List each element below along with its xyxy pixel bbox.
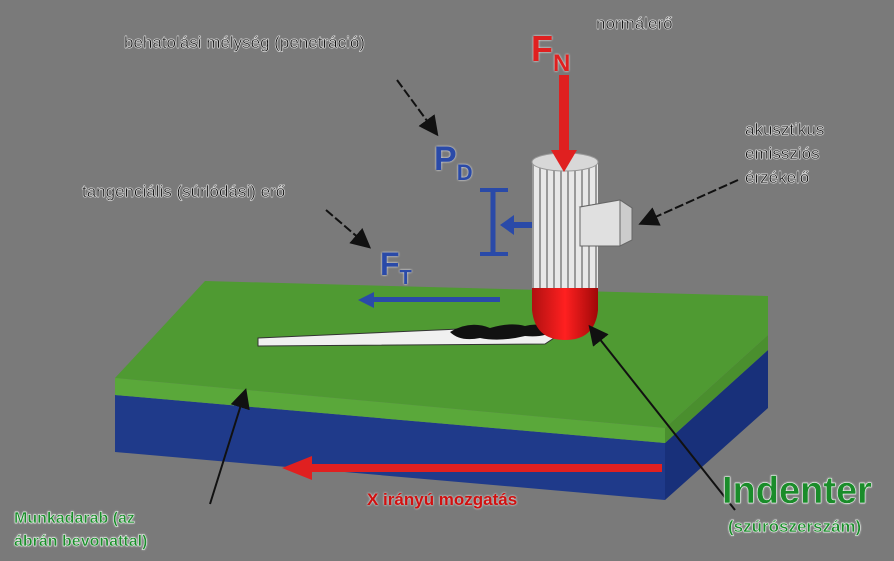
x-motion-label: X irányú mozgatás <box>367 490 518 509</box>
coating-top <box>115 281 768 428</box>
fn-symbol: FN <box>531 28 570 77</box>
substrate-side <box>665 350 768 500</box>
coating-front <box>115 378 665 443</box>
normal-force-arrow <box>551 75 577 172</box>
workpiece-label-1: Munkadarab (az <box>14 510 135 527</box>
acoustic-sensor <box>578 199 634 247</box>
workpiece-block <box>115 281 768 500</box>
ft-symbol: FT <box>380 246 412 289</box>
indenter-tip <box>532 287 598 340</box>
acoustic-label-1: akusztikus <box>745 120 825 139</box>
pd-symbol: PD <box>434 140 473 185</box>
indenter-sub-label: (szúrószerszám) <box>728 517 862 536</box>
acoustic-label-2: emissziós <box>745 144 820 163</box>
penetration-indicator <box>480 188 532 256</box>
pointer-arrows <box>209 79 739 511</box>
fn-main: F <box>531 28 553 69</box>
workpiece-label-2: ábrán bevonattal) <box>14 533 148 550</box>
indenter-label: Indenter <box>722 470 872 512</box>
scratch-track <box>257 324 562 347</box>
pd-main: P <box>434 140 457 178</box>
tangential-force-arrow <box>358 292 500 308</box>
tangential-label: tangenciális (súrlódási) erő <box>82 182 286 201</box>
coating-side <box>665 335 768 443</box>
acoustic-label-3: érzékelő <box>745 168 810 187</box>
fn-sub: N <box>553 50 571 77</box>
substrate-front <box>115 395 665 500</box>
pd-sub: D <box>456 160 473 185</box>
ft-main: F <box>380 246 400 282</box>
normal-force-label: normálerő <box>596 14 673 33</box>
x-motion-arrow <box>282 456 662 480</box>
penetration-label: behatolási mélység (penetráció) <box>124 33 365 52</box>
ft-sub: T <box>399 267 412 289</box>
scratch-debris <box>450 324 555 340</box>
